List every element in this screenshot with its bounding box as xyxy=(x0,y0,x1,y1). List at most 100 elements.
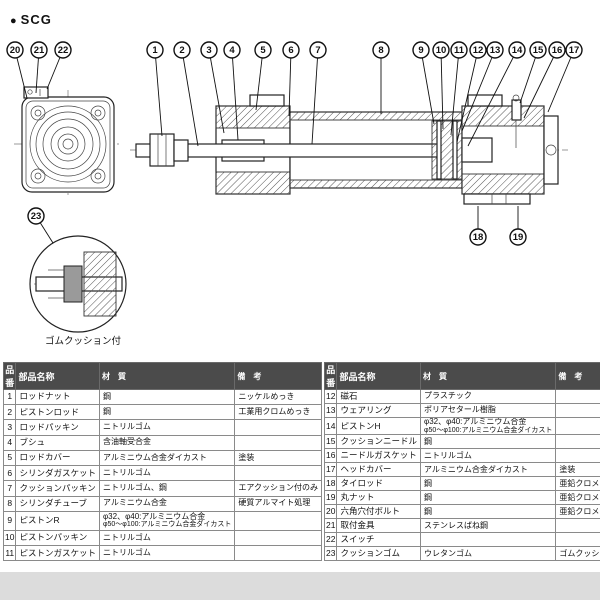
part-name-cell: タイロッド xyxy=(336,476,421,492)
column-header: 備 考 xyxy=(555,362,600,390)
part-name-cell: 磁石 xyxy=(336,389,421,404)
callout-balloon xyxy=(432,41,450,59)
part-name-cell: ピストンロッド xyxy=(15,404,100,421)
part-name-cell: ニードルガスケット xyxy=(336,448,421,464)
part-name-cell: ロッドパッキン xyxy=(15,419,100,436)
page-title: ●SCG xyxy=(10,12,52,27)
series-name: SCG xyxy=(20,12,52,27)
part-number-cell: 15 xyxy=(323,434,338,450)
callout-balloon xyxy=(223,41,241,59)
callout-balloon xyxy=(309,41,327,59)
leader-line xyxy=(450,49,460,136)
callout-balloon xyxy=(469,41,487,59)
callout-number: 16 xyxy=(552,45,563,56)
part-name-cell: 取付金具 xyxy=(336,518,421,534)
leader-line xyxy=(523,49,558,119)
part-number-cell: 1 xyxy=(2,388,17,406)
column-header: 備 考 xyxy=(234,362,323,390)
part-material-cell: アルミニウム合金ダイカスト xyxy=(98,449,236,467)
leader-line xyxy=(154,49,163,137)
part-name-cell: スイッチ xyxy=(336,532,421,548)
part-number-cell: 20 xyxy=(323,504,338,520)
part-material-cell: プラスチック xyxy=(419,389,557,404)
part-name-cell: ピストンガスケット xyxy=(15,545,100,562)
callout-number: 6 xyxy=(288,45,293,56)
part-material-cell: 鋼 xyxy=(419,476,557,492)
leader-line xyxy=(467,49,518,147)
callout-number: 20 xyxy=(10,45,21,56)
part-number-cell: 4 xyxy=(2,434,17,451)
callout-number: 11 xyxy=(454,45,465,56)
part-name-cell: ピストンH xyxy=(336,416,421,436)
part-name-cell: クッションニードル xyxy=(336,434,421,450)
callout-balloon xyxy=(30,41,48,59)
column-header: 品番 xyxy=(2,362,17,390)
callout-balloon xyxy=(372,41,390,59)
callout-number: 22 xyxy=(58,45,69,56)
leader-line xyxy=(181,49,199,147)
cushion-detail-view xyxy=(29,235,127,333)
part-name-cell: クッションパッキン xyxy=(15,480,100,497)
part-note-cell xyxy=(234,510,323,531)
header-row: 品番部品名称材 質備 考 xyxy=(323,362,600,390)
part-note-cell: 塗装 xyxy=(234,449,323,467)
part-name-cell: ピストンパッキン xyxy=(15,529,100,547)
part-note-cell xyxy=(234,434,323,451)
column-header: 材 質 xyxy=(419,362,557,390)
leader-line xyxy=(547,49,575,113)
callout-number: 9 xyxy=(418,45,423,56)
footer-band xyxy=(0,572,600,600)
part-number-cell: 13 xyxy=(323,403,338,418)
callout-balloon xyxy=(27,207,45,225)
callout-balloon xyxy=(282,41,300,59)
part-material-cell: 含油軸受合金 xyxy=(98,434,236,451)
part-number-cell: 19 xyxy=(323,490,338,506)
callout-number: 17 xyxy=(569,45,580,56)
part-note-cell: 硬質アルマイト処理 xyxy=(234,495,323,512)
callout-balloon xyxy=(146,41,164,59)
part-number-cell: 12 xyxy=(323,389,338,404)
part-note-cell xyxy=(555,416,600,436)
part-name-cell: シリンダチューブ xyxy=(15,495,100,512)
part-number-cell: 6 xyxy=(2,465,17,482)
callout-number: 13 xyxy=(490,45,501,56)
part-material-cell: ニトリルゴム xyxy=(98,545,236,562)
part-number-cell: 8 xyxy=(2,495,17,512)
callout-number: 19 xyxy=(513,232,524,243)
part-name-cell: クッションゴム xyxy=(336,546,421,562)
callout-number: 4 xyxy=(229,45,235,56)
table-row: 20六角穴付ボルト鋼亜鉛クロメート処理 xyxy=(323,504,600,520)
tie-rod-and-nut xyxy=(463,193,531,205)
callout-number: 23 xyxy=(31,211,42,222)
callout-number: 18 xyxy=(473,232,484,243)
part-material-cell: 鋼 xyxy=(419,490,557,506)
bullet-icon: ● xyxy=(10,15,18,27)
part-number-cell: 21 xyxy=(323,518,338,534)
leader-line xyxy=(440,49,444,130)
part-name-cell: ロッドカバー xyxy=(15,449,100,467)
part-note-cell: 工業用クロムめっき xyxy=(234,404,323,421)
callout-number: 14 xyxy=(512,45,523,56)
part-note-cell xyxy=(555,389,600,404)
callout-balloon xyxy=(173,41,191,59)
callout-number: 2 xyxy=(179,45,184,56)
callout-balloon xyxy=(6,41,24,59)
part-number-cell: 7 xyxy=(2,480,17,497)
